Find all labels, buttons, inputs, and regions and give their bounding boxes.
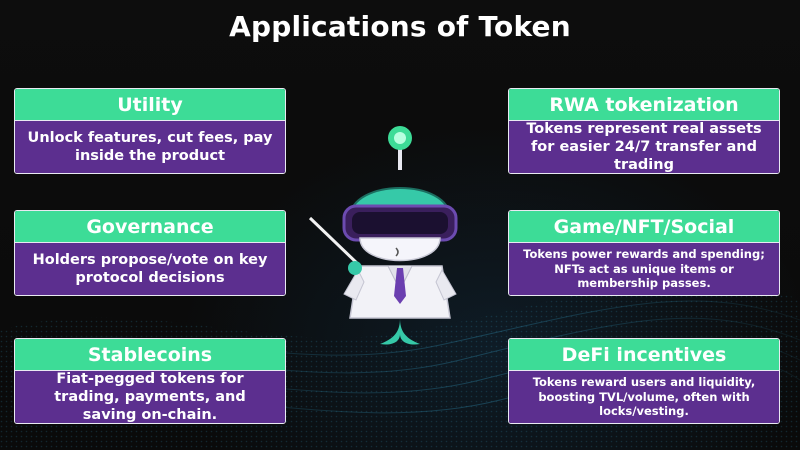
card-heading: Stablecoins <box>15 339 285 371</box>
card-utility: Utility Unlock features, cut fees, pay i… <box>14 88 286 174</box>
card-game-nft-social: Game/NFT/Social Tokens power rewards and… <box>508 210 780 296</box>
robot-mascot-icon <box>308 126 458 345</box>
card-text: Tokens represent real assets for easier … <box>509 121 779 173</box>
card-heading: RWA tokenization <box>509 89 779 121</box>
card-text: Tokens power rewards and spending; NFTs … <box>509 243 779 295</box>
card-governance: Governance Holders propose/vote on key p… <box>14 210 286 296</box>
card-rwa-tokenization: RWA tokenization Tokens represent real a… <box>508 88 780 174</box>
pointer-stick-icon <box>308 216 362 268</box>
antenna-icon <box>388 126 412 170</box>
card-text: Fiat-pegged tokens for trading, payments… <box>15 371 285 423</box>
card-text: Tokens reward users and liquidity, boost… <box>509 371 779 423</box>
page-title: Applications of Token <box>229 10 571 43</box>
card-text: Holders propose/vote on key protocol dec… <box>15 243 285 295</box>
card-defi-incentives: DeFi incentives Tokens reward users and … <box>508 338 780 424</box>
card-heading: DeFi incentives <box>509 339 779 371</box>
card-heading: Game/NFT/Social <box>509 211 779 243</box>
card-heading: Governance <box>15 211 285 243</box>
card-stablecoins: Stablecoins Fiat-pegged tokens for tradi… <box>14 338 286 424</box>
card-heading: Utility <box>15 89 285 121</box>
card-text: Unlock features, cut fees, pay inside th… <box>15 121 285 173</box>
